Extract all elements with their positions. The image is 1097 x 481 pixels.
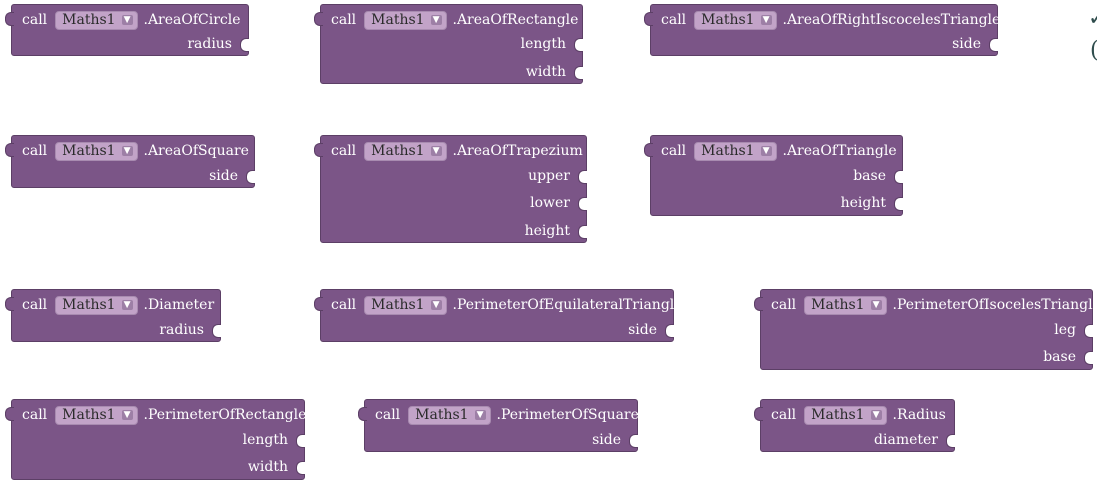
block-perimeter-of-equilateral-triangle[interactable]: call Maths1▼ .PerimeterOfEquilateralTria… [314, 289, 683, 342]
block-area-of-rectangle[interactable]: call Maths1▼ .AreaOfRectangle length wid… [314, 4, 583, 84]
component-dropdown[interactable]: Maths1▼ [55, 295, 138, 315]
call-label: call [661, 12, 687, 28]
chevron-down-icon: ▼ [121, 300, 133, 310]
param-label: width [247, 459, 288, 475]
input-socket[interactable] [894, 197, 903, 211]
chevron-down-icon: ▼ [430, 146, 442, 156]
workspace-edge-icon[interactable]: ( [1090, 38, 1097, 63]
component-dropdown[interactable]: Maths1▼ [408, 405, 491, 425]
input-socket[interactable] [296, 434, 305, 448]
input-socket[interactable] [246, 170, 255, 184]
chevron-down-icon: ▼ [760, 15, 772, 25]
param-label: side [592, 432, 621, 448]
chevron-down-icon: ▼ [870, 300, 882, 310]
param-label: length [520, 36, 566, 52]
param-label: lower [530, 195, 570, 211]
component-dropdown[interactable]: Maths1▼ [364, 141, 447, 161]
method-name: .PerimeterOfEquilateralTriangle [452, 297, 683, 313]
param-label: side [628, 322, 657, 338]
chevron-down-icon: ▼ [430, 15, 442, 25]
input-socket[interactable] [212, 324, 221, 338]
call-label: call [771, 297, 797, 313]
chevron-down-icon: ▼ [870, 410, 882, 420]
block-area-of-trapezium[interactable]: call Maths1▼ .AreaOfTrapezium upper lowe… [314, 135, 587, 243]
input-socket[interactable] [574, 66, 583, 80]
block-area-of-triangle[interactable]: call Maths1▼ .AreaOfTriangle base height [644, 135, 903, 216]
input-socket[interactable] [574, 38, 583, 52]
method-name: .PerimeterOfIsocelesTriangle [892, 297, 1097, 313]
input-socket[interactable] [1084, 351, 1093, 365]
block-radius[interactable]: call Maths1▼ .Radius diameter [754, 399, 955, 452]
component-dropdown[interactable]: Maths1▼ [364, 10, 447, 30]
input-socket[interactable] [665, 324, 674, 338]
param-label: width [525, 64, 566, 80]
call-label: call [22, 297, 48, 313]
input-socket[interactable] [578, 225, 587, 239]
chevron-down-icon: ▼ [121, 15, 133, 25]
input-socket[interactable] [240, 38, 249, 52]
param-label: side [209, 168, 238, 184]
input-socket[interactable] [989, 38, 998, 52]
call-label: call [331, 143, 357, 159]
block-perimeter-of-square[interactable]: call Maths1▼ .PerimeterOfSquare side [358, 399, 639, 452]
method-name: .AreaOfTrapezium [452, 143, 583, 159]
component-dropdown[interactable]: Maths1▼ [804, 405, 887, 425]
input-socket[interactable] [946, 434, 955, 448]
workspace-edge-icon[interactable]: ✓ [1088, 6, 1097, 31]
param-label: upper [528, 168, 570, 184]
method-name: .Radius [892, 407, 946, 423]
method-name: .PerimeterOfSquare [496, 407, 639, 423]
block-area-of-circle[interactable]: call Maths1▼ .AreaOfCircle radius [5, 4, 249, 56]
method-name: .Diameter [143, 297, 215, 313]
call-label: call [331, 297, 357, 313]
chevron-down-icon: ▼ [430, 300, 442, 310]
method-name: .AreaOfSquare [143, 143, 249, 159]
input-socket[interactable] [894, 170, 903, 184]
block-diameter[interactable]: call Maths1▼ .Diameter radius [5, 289, 221, 342]
component-dropdown[interactable]: Maths1▼ [694, 10, 777, 30]
call-label: call [771, 407, 797, 423]
method-name: .AreaOfRightIscocelesTriangle [782, 12, 1001, 28]
component-dropdown[interactable]: Maths1▼ [55, 405, 138, 425]
component-dropdown[interactable]: Maths1▼ [55, 141, 138, 161]
param-label: side [952, 36, 981, 52]
input-socket[interactable] [578, 170, 587, 184]
param-label: radius [187, 36, 232, 52]
block-area-of-right-isosceles-triangle[interactable]: call Maths1▼ .AreaOfRightIscocelesTriang… [644, 4, 1001, 56]
method-name: .AreaOfRectangle [452, 12, 579, 28]
block-perimeter-of-isosceles-triangle[interactable]: call Maths1▼ .PerimeterOfIsocelesTriangl… [754, 289, 1097, 370]
chevron-down-icon: ▼ [121, 146, 133, 156]
component-dropdown[interactable]: Maths1▼ [55, 10, 138, 30]
chevron-down-icon: ▼ [121, 410, 133, 420]
component-dropdown[interactable]: Maths1▼ [694, 141, 777, 161]
param-label: base [853, 168, 886, 184]
method-name: .PerimeterOfRectangle [143, 407, 307, 423]
component-dropdown[interactable]: Maths1▼ [364, 295, 447, 315]
param-label: height [840, 195, 886, 211]
param-label: radius [159, 322, 204, 338]
call-label: call [375, 407, 401, 423]
input-socket[interactable] [1084, 324, 1093, 338]
param-label: height [524, 223, 570, 239]
call-label: call [22, 407, 48, 423]
input-socket[interactable] [578, 197, 587, 211]
chevron-down-icon: ▼ [760, 146, 772, 156]
block-perimeter-of-rectangle[interactable]: call Maths1▼ .PerimeterOfRectangle lengt… [5, 399, 307, 480]
chevron-down-icon: ▼ [474, 410, 486, 420]
method-name: .AreaOfCircle [143, 12, 241, 28]
param-label: base [1043, 349, 1076, 365]
input-socket[interactable] [296, 461, 305, 475]
input-socket[interactable] [629, 434, 638, 448]
param-label: leg [1054, 322, 1076, 338]
call-label: call [661, 143, 687, 159]
param-label: length [242, 432, 288, 448]
method-name: .AreaOfTriangle [782, 143, 897, 159]
param-label: diameter [874, 432, 938, 448]
call-label: call [331, 12, 357, 28]
call-label: call [22, 12, 48, 28]
block-area-of-square[interactable]: call Maths1▼ .AreaOfSquare side [5, 135, 255, 188]
component-dropdown[interactable]: Maths1▼ [804, 295, 887, 315]
call-label: call [22, 143, 48, 159]
